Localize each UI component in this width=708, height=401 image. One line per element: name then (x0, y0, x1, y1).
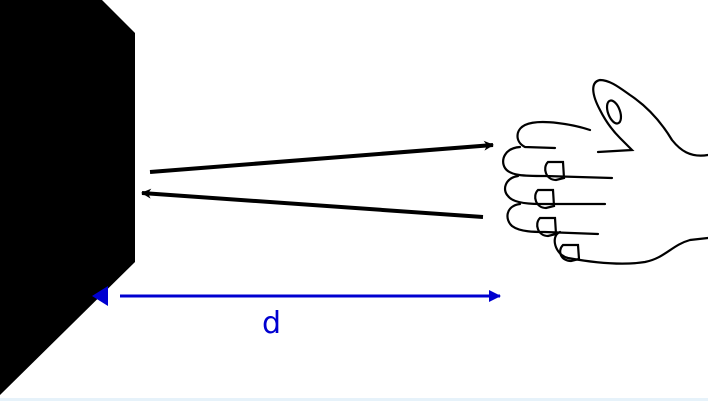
hand-illustration (502, 78, 708, 265)
outgoing-sound-arrow (149, 140, 494, 174)
reflected-sound-arrow (141, 188, 484, 219)
wall (0, 0, 135, 395)
distance-dimension-left-head (92, 286, 108, 306)
distance-label: d (262, 306, 282, 341)
